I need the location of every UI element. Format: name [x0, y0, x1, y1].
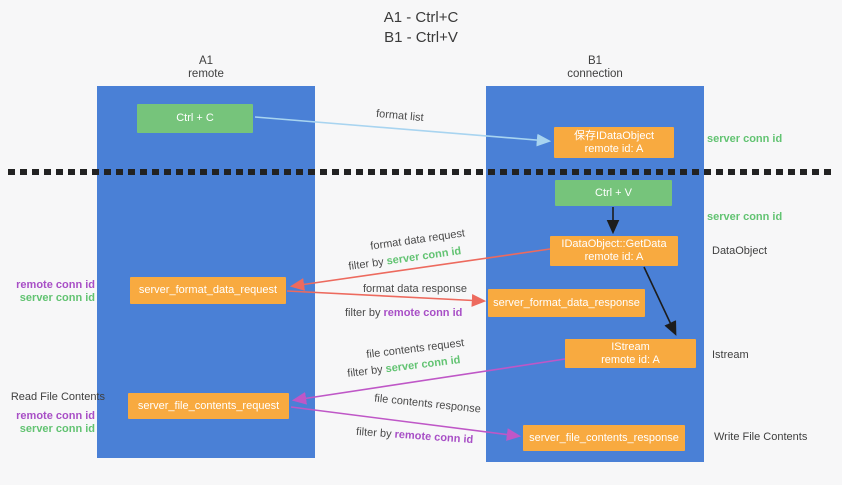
file-contents-response-label: file contents response: [373, 392, 482, 416]
right-column-name: connection: [567, 68, 623, 80]
ctrl-v-node: Ctrl + V: [555, 180, 672, 206]
format-list-label: format list: [375, 107, 425, 125]
ctrl-c-node: Ctrl + C: [137, 104, 253, 133]
read-file-contents-group: Read File Contents: [0, 391, 105, 404]
ctrl-v-label: Ctrl + V: [595, 186, 632, 199]
save-idataobject-line1: 保存IDataObject: [573, 129, 655, 142]
title-line-1: A1 - Ctrl+C: [383, 9, 459, 26]
filter-by-server-conn-id-label-2: filter by server conn id: [347, 354, 461, 380]
left-column-header: A1 remote: [97, 55, 315, 81]
left-conn-id-stack-bottom: remote conn id server conn id: [0, 410, 95, 436]
left-column-name: remote: [188, 68, 224, 80]
filter-by-remote-conn-id-label-1: filter by remote conn id: [345, 307, 462, 319]
left-conn-id-stack-top: remote conn id server conn id: [0, 279, 95, 305]
istream-side-label: Istream: [712, 349, 749, 361]
filter-by-text: filter by: [347, 255, 388, 273]
server-conn-id-right-top: server conn id: [707, 133, 783, 145]
ctrl-c-label: Ctrl + C: [176, 112, 214, 124]
server-conn-id-right-mid: server conn id: [707, 211, 783, 223]
remote-conn-id-left-top: remote conn id: [16, 279, 95, 291]
istream-line2: remote id: A: [601, 353, 660, 366]
write-file-contents-label: Write File Contents: [714, 431, 808, 443]
filter-by-server-conn-id-label-1: filter by server conn id: [348, 245, 462, 273]
idataobject-getdata-node: IDataObject::GetData remote id: A: [550, 236, 678, 266]
title-line-2: B1 - Ctrl+V: [384, 29, 458, 46]
save-idataobject-node: 保存IDataObject remote id: A: [554, 127, 674, 158]
dataobject-label: DataObject: [712, 245, 768, 257]
getdata-line1: IDataObject::GetData: [561, 238, 667, 250]
server-conn-id-left-bottom: server conn id: [19, 423, 95, 435]
filter-by-text: filter by: [355, 425, 395, 441]
server-format-data-response-node: server_format_data_response: [488, 289, 645, 317]
left-column-id: A1: [198, 55, 214, 67]
filter-by-text: filter by: [346, 363, 387, 380]
server-file-contents-request-label: server_file_contents_request: [137, 399, 280, 412]
format-data-response-label: format data response: [363, 283, 467, 295]
getdata-line2: remote id: A: [584, 251, 644, 263]
remote-conn-id-text: remote conn id: [394, 428, 474, 447]
server-format-data-response-label: server_format_data_response: [493, 296, 640, 309]
server-file-contents-response-node: server_file_contents_response: [523, 425, 685, 451]
right-column-header: B1 connection: [486, 55, 704, 81]
server-file-contents-response-label: server_file_contents_response: [529, 431, 679, 444]
remote-conn-id-left-bottom: remote conn id: [16, 410, 95, 422]
filter-by-text: filter by: [345, 307, 384, 319]
right-column-id: B1: [587, 55, 603, 67]
remote-conn-id-text: remote conn id: [383, 307, 463, 319]
istream-node: IStream remote id: A: [565, 339, 696, 368]
read-file-contents-label: Read File Contents: [10, 391, 105, 403]
server-format-data-request-node: server_format_data_request: [130, 277, 286, 304]
diagram-title: A1 - Ctrl+C B1 - Ctrl+V: [0, 8, 842, 48]
save-idataobject-line2: remote id: A: [584, 142, 644, 155]
istream-line1: IStream: [611, 340, 650, 353]
filter-by-remote-conn-id-label-2: filter by remote conn id: [356, 426, 474, 446]
server-format-data-request-label: server_format_data_request: [138, 284, 278, 296]
server-file-contents-request-node: server_file_contents_request: [128, 393, 289, 419]
server-conn-id-left-top: server conn id: [19, 292, 95, 304]
